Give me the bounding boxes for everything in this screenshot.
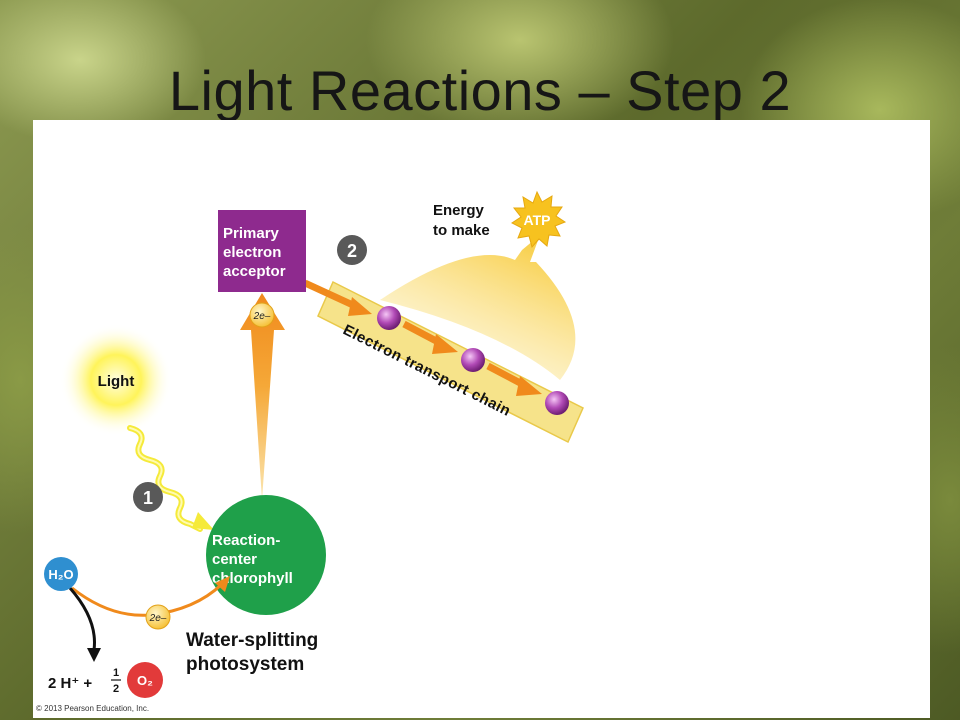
copyright-notice: © 2013 Pearson Education, Inc. — [36, 704, 150, 713]
photosystem-line-2: photosystem — [186, 654, 304, 675]
reaction-center-chlorophyll: Reaction- center chlorophyll — [206, 495, 326, 615]
atp-star: ATP — [511, 190, 567, 249]
photosystem-line-1: Water-splitting — [186, 630, 318, 651]
energy-arrow — [380, 235, 576, 380]
acceptor-line-2: electron — [223, 244, 281, 261]
water-label: H₂O — [48, 567, 73, 582]
reaction-center-line-3: chlorophyll — [212, 570, 293, 587]
half-numerator: 1 — [113, 667, 119, 679]
etc-arrow-1 — [303, 279, 372, 316]
light-photon-arrow — [127, 425, 214, 532]
water-split-arrow — [68, 587, 101, 662]
electron-pair-top: 2e– — [249, 302, 275, 328]
reaction-center-line-2: center — [212, 551, 257, 568]
electron-pair-bottom: 2e– — [145, 604, 171, 630]
slide-title: Light Reactions – Step 2 — [168, 59, 792, 122]
oxygen-label: O₂ — [137, 673, 153, 688]
half-denominator: 2 — [113, 683, 119, 695]
electron-pair-top-label: 2e– — [253, 311, 271, 322]
acceptor-line-1: Primary — [223, 225, 280, 242]
etc-arrow-3 — [486, 362, 542, 396]
acceptor-line-3: acceptor — [223, 263, 286, 280]
hydrogen-ions-label: 2 H⁺ + — [48, 675, 92, 692]
step-2-label: 2 — [347, 241, 357, 261]
water-molecule: H₂O — [44, 557, 78, 591]
light-source: Light — [60, 324, 172, 436]
atp-label: ATP — [524, 212, 551, 228]
electron-carrier-2 — [461, 348, 485, 372]
light-label: Light — [98, 373, 135, 390]
step-1-marker: 1 — [133, 482, 163, 512]
step-1-label: 1 — [143, 488, 153, 508]
electron-carrier-3 — [545, 391, 569, 415]
one-half-fraction: 1 2 — [111, 667, 121, 695]
reaction-center-line-1: Reaction- — [212, 532, 280, 549]
primary-electron-acceptor: Primary electron acceptor — [218, 210, 306, 292]
energy-label-line-1: Energy — [433, 202, 485, 219]
step-2-marker: 2 — [337, 235, 367, 265]
electron-up-arrow — [240, 293, 285, 500]
oxygen-molecule: O₂ — [127, 662, 163, 698]
etc-arrow-2 — [402, 320, 458, 354]
electron-carrier-1 — [377, 306, 401, 330]
energy-label-line-2: to make — [433, 222, 490, 239]
electron-pair-bottom-label: 2e– — [149, 613, 167, 624]
diagram-panel — [33, 120, 930, 718]
